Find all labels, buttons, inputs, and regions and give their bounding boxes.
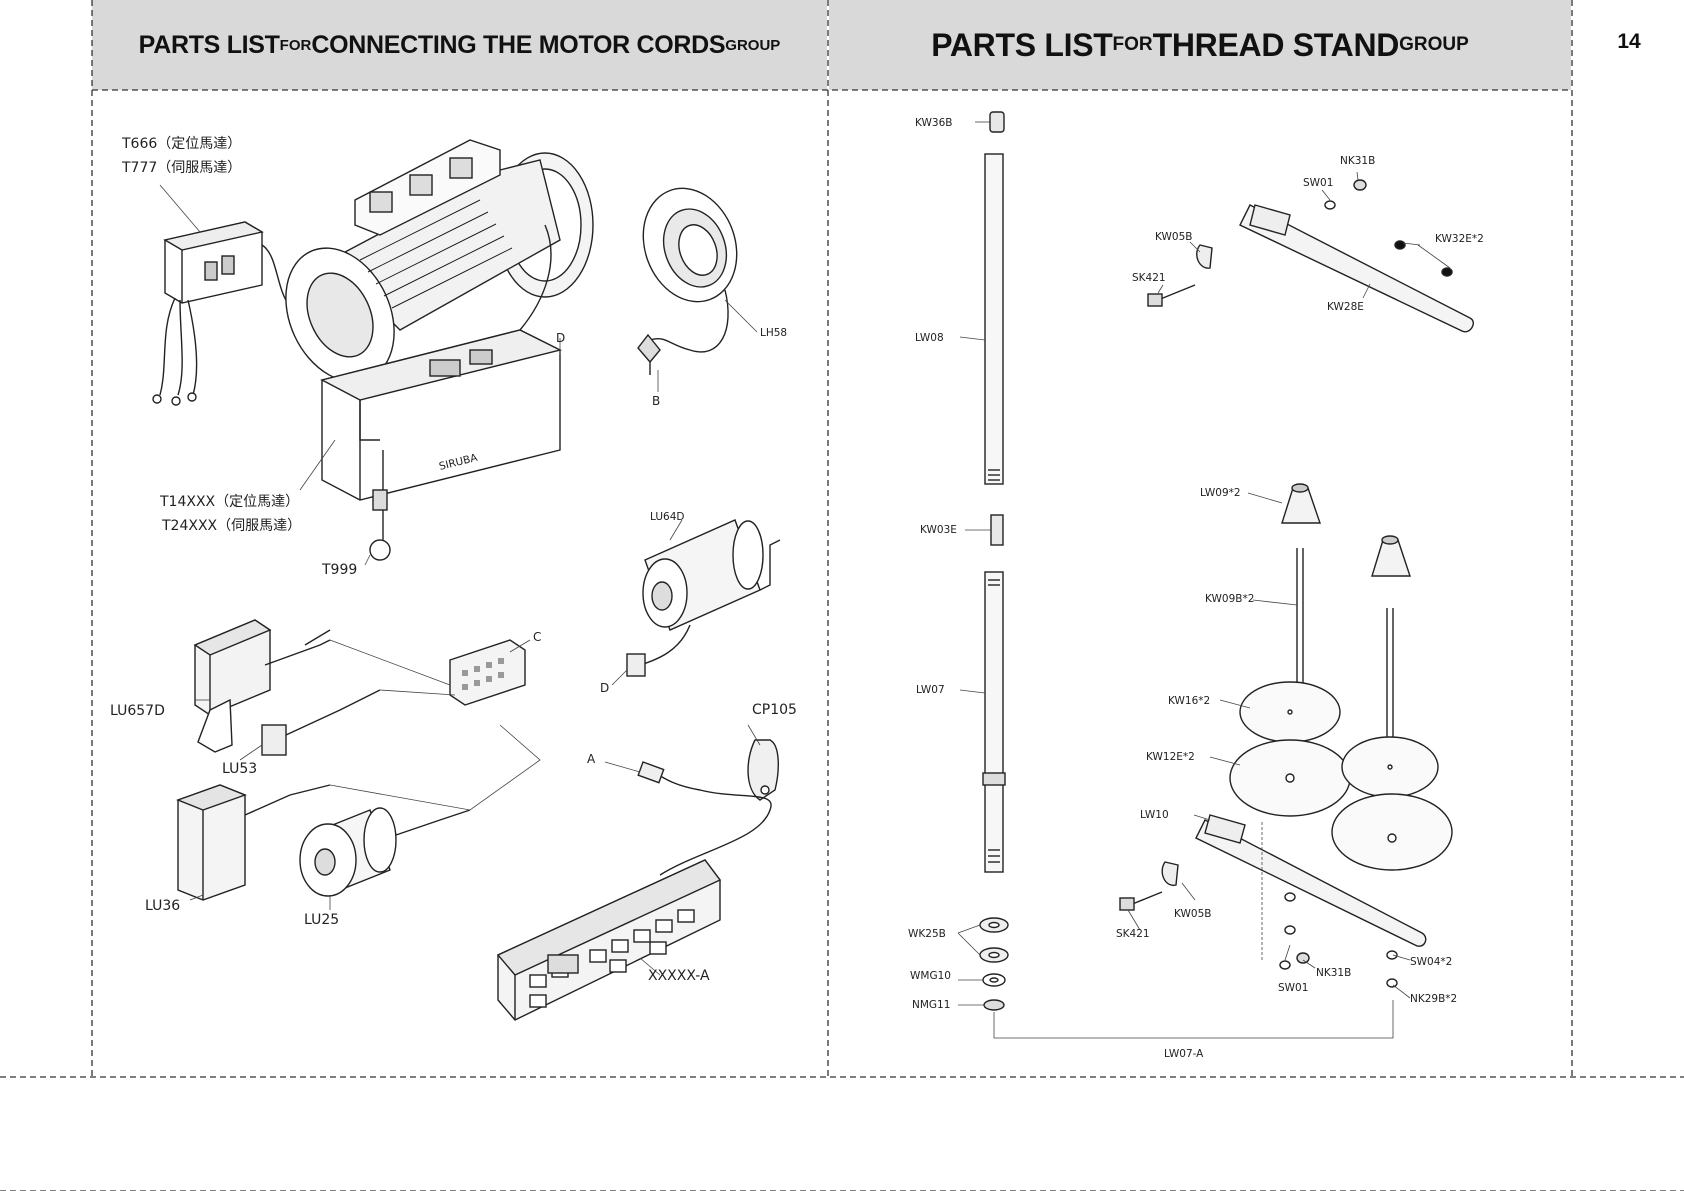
- label-sk421-top: SK421: [1132, 272, 1166, 284]
- label-kw05b-bottom: KW05B: [1174, 908, 1211, 920]
- lh58-sensor-drawing: [637, 187, 738, 375]
- label-lw08: LW08: [915, 332, 944, 344]
- label-lu657d: LU657D: [110, 703, 165, 719]
- connector-c-drawing: [449, 639, 526, 706]
- bottom-arm-drawing: [1119, 814, 1427, 988]
- lu64d-drawing: [626, 519, 781, 677]
- label-lw07: LW07: [916, 684, 945, 696]
- label-lw09: LW09*2: [1200, 487, 1241, 499]
- label-t777: T777（伺服馬達）: [121, 160, 241, 176]
- switch-box-drawing: [152, 221, 321, 406]
- label-kw05b-top: KW05B: [1155, 231, 1192, 243]
- label-kw09b: KW09B*2: [1205, 593, 1254, 605]
- label-t999: T999: [321, 562, 357, 578]
- lu36-drawing: [176, 784, 331, 901]
- label-lu36: LU36: [145, 898, 180, 914]
- label-c: C: [533, 630, 541, 644]
- label-kw28e: KW28E: [1327, 301, 1364, 313]
- label-nk29b: NK29B*2: [1410, 993, 1457, 1005]
- label-t666: T666（定位馬達）: [121, 136, 241, 152]
- label-cp105: CP105: [752, 702, 797, 718]
- title-part-parts-list: PARTS LIST: [931, 26, 1113, 63]
- label-nk31b-bottom: NK31B: [1316, 967, 1351, 979]
- label-kw03e: KW03E: [920, 524, 957, 536]
- label-lw10: LW10: [1140, 809, 1169, 821]
- label-lh58: LH58: [760, 327, 787, 339]
- motor-drawing: SIRUBA: [285, 139, 594, 561]
- label-lu53: LU53: [222, 761, 257, 777]
- page-number: 14: [1617, 30, 1641, 53]
- label-kw16: KW16*2: [1168, 695, 1210, 707]
- label-lw07-a: LW07-A: [1164, 1048, 1204, 1060]
- label-kw32e: KW32E*2: [1435, 233, 1484, 245]
- left-leader-lines: [159, 184, 761, 976]
- label-kw36b: KW36B: [915, 117, 952, 129]
- label-d-connector: D: [600, 681, 609, 695]
- title-part-parts-list: PARTS LIST: [138, 30, 280, 59]
- title-part-group: GROUP: [1399, 34, 1469, 55]
- top-arm-drawing: [1147, 179, 1474, 333]
- cp105-drawing: [747, 739, 779, 801]
- thread-stand-pole-drawing: [979, 111, 1009, 1011]
- lu657d-drawing: [193, 619, 331, 753]
- left-panel-labels: T666（定位馬達） T777（伺服馬達） T14XXX（定位馬達） T24XX…: [110, 136, 797, 984]
- title-part-group-name: THREAD STAND: [1152, 26, 1400, 63]
- right-panel-labels: KW36B NK31B SW01 KW05B KW32E*2 SK421 KW2…: [908, 117, 1484, 1060]
- label-wk25b: WK25B: [908, 928, 946, 940]
- label-lu25: LU25: [304, 912, 339, 928]
- spool-holder-drawing: [1229, 483, 1453, 871]
- label-d-top: D: [556, 331, 565, 345]
- label-sw04: SW04*2: [1410, 956, 1452, 968]
- label-sk421-bottom: SK421: [1116, 928, 1150, 940]
- label-lu64d: LU64D: [650, 511, 684, 523]
- label-kw12e: KW12E*2: [1146, 751, 1195, 763]
- title-part-for: FOR: [279, 36, 312, 54]
- right-panel-title: PARTS LIST FOR THREAD STAND GROUP: [829, 0, 1571, 90]
- label-sw01-top: SW01: [1303, 177, 1333, 189]
- lu25-drawing: [299, 807, 471, 897]
- label-sw01-bottom: SW01: [1278, 982, 1308, 994]
- label-nk31b-top: NK31B: [1340, 155, 1375, 167]
- label-wmg10: WMG10: [910, 970, 951, 982]
- right-leader-lines: [957, 121, 1451, 1039]
- label-t14xxx: T14XXX（定位馬達）: [159, 494, 299, 510]
- label-xxxxx-a: XXXXX-A: [648, 968, 710, 984]
- title-part-group-name: CONNECTING THE MOTOR CORDS: [311, 30, 726, 59]
- control-panel-drawing: [496, 761, 772, 1021]
- lu53-drawing: [261, 689, 381, 756]
- left-panel-title: PARTS LIST FOR CONNECTING THE MOTOR CORD…: [92, 0, 827, 90]
- label-t24xxx: T24XXX（伺服馬達）: [161, 518, 301, 534]
- title-part-group: GROUP: [725, 36, 781, 54]
- label-b: B: [652, 394, 660, 408]
- label-a: A: [587, 752, 596, 766]
- title-part-for: FOR: [1112, 34, 1153, 55]
- label-nmg11: NMG11: [912, 999, 950, 1011]
